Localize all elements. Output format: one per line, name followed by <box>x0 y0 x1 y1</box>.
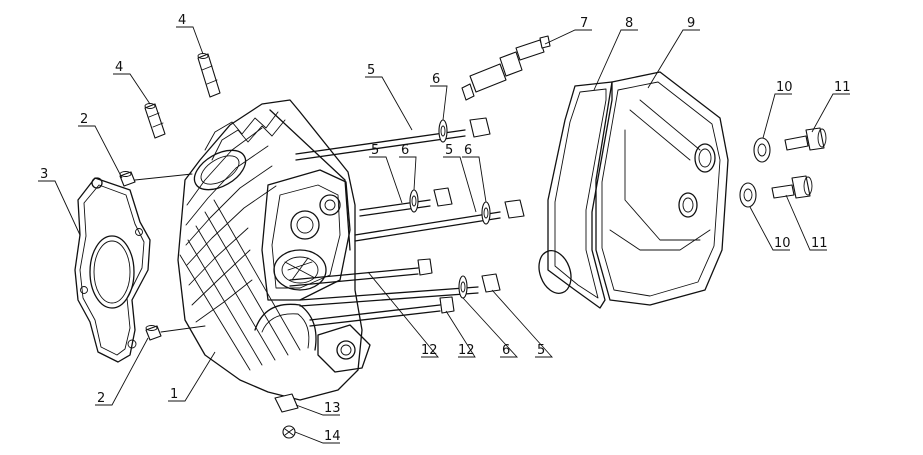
callout-9: 9 <box>687 16 695 31</box>
spark-plug <box>461 35 551 101</box>
callout-1: 1 <box>170 387 178 402</box>
bolt-5-right <box>354 199 525 242</box>
cover-gasket <box>538 81 613 309</box>
callout-labels: 1 2 2 3 4 4 5 6 5 6 5 6 12 12 6 5 7 8 9 … <box>40 13 851 444</box>
callout-11-lower: 11 <box>811 236 828 251</box>
callout-4-left: 4 <box>115 60 123 75</box>
washer-6-right <box>481 201 491 225</box>
dowel-pin-upper <box>119 171 193 187</box>
dowel-pin-lower <box>145 325 206 341</box>
callout-2-lower: 2 <box>97 391 105 406</box>
bolt-5-low <box>299 273 501 307</box>
cylinder-head-cover <box>595 71 729 306</box>
callout-7: 7 <box>580 16 588 31</box>
cover-bolt-11-upper <box>784 127 827 151</box>
callout-12-lower: 12 <box>458 343 475 358</box>
bolt-12-upper <box>289 258 433 287</box>
cover-bolt-11-lower <box>771 175 813 199</box>
callout-4-right: 4 <box>178 13 186 28</box>
seal-10-upper <box>753 137 771 163</box>
bolt-5-mid <box>359 187 453 217</box>
callout-6-right: 6 <box>464 143 472 158</box>
callout-6-top: 6 <box>432 72 440 87</box>
callout-3: 3 <box>40 167 48 182</box>
callout-6-mid: 6 <box>401 143 409 158</box>
callout-13: 13 <box>324 401 341 416</box>
callout-2-upper: 2 <box>80 112 88 127</box>
screw-14 <box>282 425 296 439</box>
leader-lines <box>38 26 850 444</box>
bolt-5-top <box>295 117 491 161</box>
callout-10-upper: 10 <box>776 80 793 95</box>
head-gasket <box>74 177 151 363</box>
washer-6-top <box>438 119 448 143</box>
washer-6-low <box>458 275 468 299</box>
callout-6-low: 6 <box>502 343 510 358</box>
bolt-12-lower <box>309 296 455 327</box>
callout-5-mid: 5 <box>371 143 379 158</box>
stud-right <box>197 53 221 98</box>
washer-6-mid <box>409 189 419 213</box>
stud-left <box>144 103 166 139</box>
callout-14: 14 <box>324 429 341 444</box>
callout-11-upper: 11 <box>834 80 851 95</box>
callout-5-low: 5 <box>537 343 545 358</box>
cylinder-head <box>177 99 371 401</box>
callout-5-top: 5 <box>367 63 375 78</box>
callout-12-upper: 12 <box>421 343 438 358</box>
plate-13 <box>274 393 299 413</box>
callout-8: 8 <box>625 16 633 31</box>
seal-10-lower <box>739 182 757 208</box>
callout-10-lower: 10 <box>774 236 791 251</box>
callout-5-right: 5 <box>445 143 453 158</box>
